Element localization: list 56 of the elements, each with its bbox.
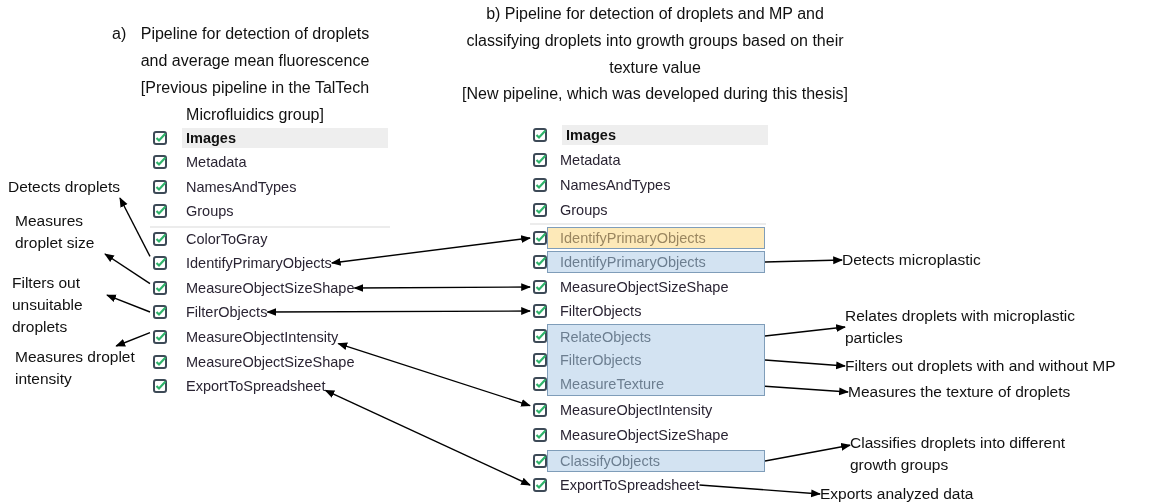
list-item-text: ColorToGray bbox=[186, 230, 268, 249]
list-item-text: NamesAndTypes bbox=[560, 176, 671, 195]
annotation-text: Filters out unsuitable droplets bbox=[12, 272, 107, 338]
arrow bbox=[764, 442, 851, 462]
panel-subheading: [New pipeline, which was developed during this thesis] bbox=[461, 84, 849, 104]
annotation-text: Filters out droplets with and without MP bbox=[845, 355, 1116, 377]
list-item-text: NamesAndTypes bbox=[186, 178, 297, 197]
list-item-text: Groups bbox=[186, 202, 234, 221]
panel-label: a) bbox=[112, 24, 128, 44]
annotation-text: Classifies droplets into different growth groups bbox=[850, 432, 1090, 476]
panel-subheading: [Previous pipeline in the TalTech Microfluidics group] bbox=[139, 78, 371, 125]
annotation-text: Measures droplet size bbox=[15, 210, 115, 254]
annotation-text: Detects microplastic bbox=[842, 249, 981, 271]
highlighted-list-item: IdentifyPrimaryObjects bbox=[547, 227, 765, 249]
list-item-text: MeasureObjectIntensity bbox=[560, 401, 713, 420]
arrow bbox=[698, 484, 821, 498]
arrow bbox=[764, 359, 846, 370]
list-item-text: FilterObjects bbox=[186, 303, 268, 322]
arrow bbox=[764, 324, 846, 337]
arrow bbox=[324, 389, 531, 486]
arrow bbox=[330, 235, 531, 266]
list-item-text: Images bbox=[182, 128, 388, 148]
annotation-text: Exports analyzed data bbox=[820, 483, 974, 504]
highlighted-list-item: ClassifyObjects bbox=[547, 450, 765, 472]
list-item-text: ExportToSpreadsheet bbox=[560, 476, 700, 495]
panel-heading: Pipeline for detection of droplets and average mean fluorescence bbox=[140, 24, 370, 71]
highlighted-list-item: IdentifyPrimaryObjects bbox=[547, 251, 765, 273]
arrow bbox=[119, 197, 151, 258]
arrow bbox=[115, 331, 151, 347]
list-item-text: Images bbox=[562, 125, 768, 145]
list-item-text: Metadata bbox=[560, 151, 621, 170]
panel-heading: b) Pipeline for detection of droplets and MP and classifying droplets into growth groups based on their texture value bbox=[465, 4, 845, 78]
list-item-text: IdentifyPrimaryObjects bbox=[186, 254, 332, 273]
arrow bbox=[764, 385, 849, 396]
annotation-text: Detects droplets bbox=[8, 176, 120, 198]
highlighted-list-item: RelateObjects bbox=[547, 324, 765, 348]
arrow bbox=[353, 283, 531, 292]
list-item-text: MeasureObjectSizeShape bbox=[560, 278, 729, 297]
list-item-text: ExportToSpreadsheet bbox=[186, 377, 326, 396]
arrow bbox=[104, 253, 151, 285]
highlighted-list-item: FilterObjects bbox=[547, 348, 765, 372]
list-item-text: MeasureObjectSizeShape bbox=[186, 353, 355, 372]
arrow bbox=[266, 307, 531, 316]
list-item-text: MeasureObjectIntensity bbox=[186, 328, 339, 347]
annotation-text: Measures droplet intensity bbox=[15, 346, 150, 390]
list-item-text: MeasureObjectSizeShape bbox=[560, 426, 729, 445]
arrow bbox=[106, 294, 151, 313]
list-item-text: MeasureObjectSizeShape bbox=[186, 279, 355, 298]
annotation-text: Measures the texture of droplets bbox=[848, 381, 1071, 403]
list-item-text: FilterObjects bbox=[560, 302, 642, 321]
list-item-text: Metadata bbox=[186, 153, 247, 172]
list-item-text: Groups bbox=[560, 201, 608, 220]
arrow bbox=[337, 342, 531, 407]
highlighted-list-item: MeasureTexture bbox=[547, 372, 765, 396]
arrow bbox=[764, 256, 843, 265]
annotation-text: Relates droplets with microplastic particles bbox=[845, 305, 1135, 349]
